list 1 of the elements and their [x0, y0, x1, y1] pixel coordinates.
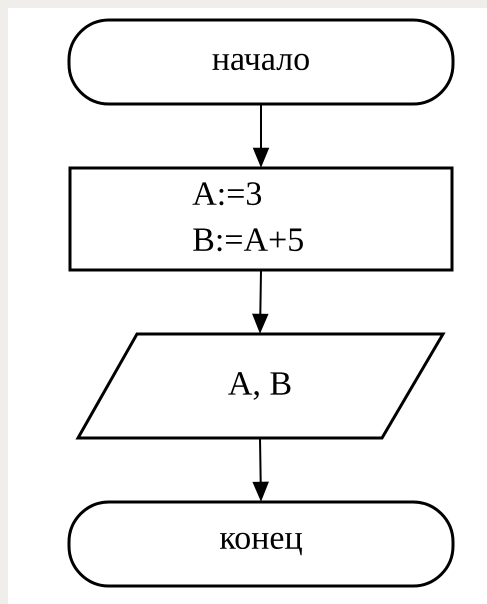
process-box: A:=3 B:=A+5	[68, 166, 454, 272]
